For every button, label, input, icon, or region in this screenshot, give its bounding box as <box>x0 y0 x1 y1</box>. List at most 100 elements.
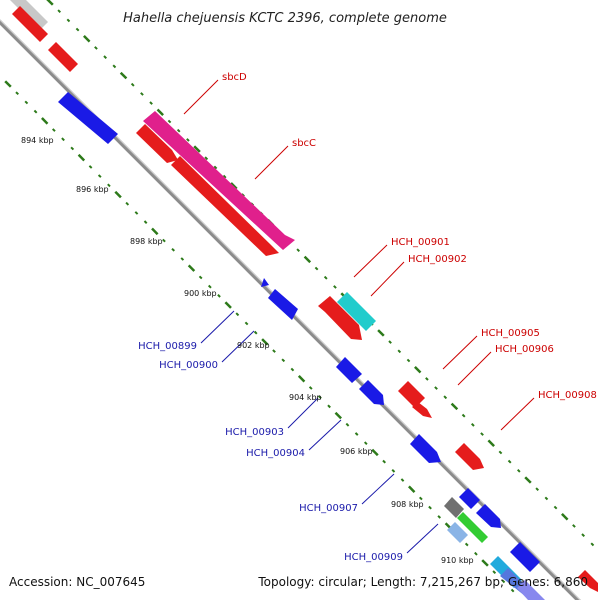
label-HCH_00908[interactable]: HCH_00908 <box>538 390 597 401</box>
tick-dash <box>474 551 478 556</box>
gene-arrow-HCH_00907[interactable] <box>410 434 441 463</box>
tick-dash <box>224 301 232 309</box>
leader-line-HCH_00900 <box>221 330 255 363</box>
gene-arrow-sbcD[interactable] <box>143 111 295 250</box>
tick-dash <box>41 117 49 125</box>
tick-dash <box>443 395 448 400</box>
gene-arrow[interactable] <box>444 497 464 518</box>
tick-dash <box>507 459 512 464</box>
gene-arrow-HCH_00905[interactable] <box>398 381 425 408</box>
gene-block-misc[interactable] <box>444 497 598 600</box>
tick-dash <box>130 82 135 87</box>
map-title: Hahella chejuensis KCTC 2396, complete g… <box>123 11 447 26</box>
gene-arrow-HCH_00908[interactable] <box>455 443 484 470</box>
tick-dash <box>167 119 172 124</box>
label-sbcC[interactable]: sbcC <box>292 138 316 149</box>
tick-dash <box>119 71 128 80</box>
tick-dash <box>230 182 238 190</box>
label-HCH_00907[interactable]: HCH_00907 <box>299 503 358 514</box>
leader-line-HCH_00904 <box>308 419 342 451</box>
tick-dash <box>281 358 286 363</box>
label-HCH_00909[interactable]: HCH_00909 <box>344 552 403 563</box>
leader-line-HCH_00901 <box>353 244 388 278</box>
tick-label: 900 kbp <box>184 289 217 298</box>
label-HCH_00903[interactable]: HCH_00903 <box>225 427 284 438</box>
label-HCH_00904[interactable]: HCH_00904 <box>246 448 305 459</box>
gene-arrow[interactable] <box>517 580 545 600</box>
tick-dash <box>323 275 328 280</box>
tick-dash <box>414 366 422 374</box>
label-HCH_00902[interactable]: HCH_00902 <box>408 254 467 265</box>
tick-dash <box>371 448 379 457</box>
gene-arrow[interactable] <box>578 570 598 592</box>
leader-line-HCH_00902 <box>370 261 405 297</box>
gene-arrow[interactable] <box>447 522 468 543</box>
gene-HCH_00899[interactable] <box>261 278 269 287</box>
gene-arrow-HCH_00904[interactable] <box>359 380 384 405</box>
leader-line-HCH_00903 <box>287 397 319 429</box>
gene-arrow[interactable] <box>48 42 78 72</box>
tick-dash <box>15 91 19 96</box>
gene-HCH_00902[interactable] <box>337 292 376 331</box>
gene-sbcD[interactable] <box>143 111 295 250</box>
tick-dash <box>425 377 429 381</box>
tick-dash <box>408 485 416 493</box>
label-HCH_00905[interactable]: HCH_00905 <box>481 328 540 339</box>
tick-dash <box>198 275 203 280</box>
gene-arrow-HCH_00903[interactable] <box>336 357 362 383</box>
label-sbcD[interactable]: sbcD <box>222 72 247 83</box>
gene-arrow-sbcC-a[interactable] <box>136 124 178 163</box>
tick-dash <box>516 468 521 473</box>
tick-dash <box>97 174 102 178</box>
gene-arrow-sbcC-b[interactable] <box>171 156 279 256</box>
tick-dash <box>510 588 515 593</box>
tick-dash <box>354 432 359 436</box>
gene-arrow[interactable] <box>12 6 48 42</box>
gene-HCH_00901[interactable] <box>318 296 362 340</box>
tick-dash <box>140 92 144 96</box>
gene-HCH_00904[interactable] <box>359 380 384 405</box>
gene-arrow-HCH_00899[interactable] <box>261 278 269 287</box>
tick-dash <box>561 513 569 521</box>
gene-arrow[interactable] <box>58 92 118 144</box>
gene-HCH_00905[interactable] <box>398 381 425 408</box>
tick-dash <box>112 64 117 69</box>
tick-dash <box>498 450 503 455</box>
gene-arrow-HCH_00909-b[interactable] <box>476 504 501 528</box>
gene-arrow-HCH_00906[interactable] <box>412 402 432 418</box>
gene-arrow[interactable] <box>457 512 488 543</box>
gene-sbcC[interactable] <box>136 124 279 256</box>
tick-dash <box>176 128 181 133</box>
tick-dash <box>434 386 438 390</box>
gene-HCH_00906[interactable] <box>412 402 432 418</box>
label-HCH_00899[interactable]: HCH_00899 <box>138 341 197 352</box>
tick-dash <box>107 183 111 188</box>
tick-label: 902 kbp <box>237 341 270 350</box>
tick-dash <box>244 321 249 326</box>
gene-HCH_00903[interactable] <box>336 357 362 383</box>
label-HCH_00901[interactable]: HCH_00901 <box>391 237 450 248</box>
tick-dash <box>363 441 368 446</box>
tick-labels: 894 kbp 896 kbp 898 kbp 900 kbp 902 kbp … <box>21 136 474 565</box>
gene-arrow-HCH_00909-a[interactable] <box>459 488 480 509</box>
tick-dash <box>524 476 532 484</box>
label-HCH_00906[interactable]: HCH_00906 <box>495 344 554 355</box>
gene-block-unlabeled[interactable] <box>6 0 118 144</box>
gene-arrow[interactable] <box>510 542 540 572</box>
tick-dash <box>428 505 432 510</box>
tick-dash <box>33 109 38 114</box>
tick-dash <box>480 432 484 436</box>
gene-HCH_00907[interactable] <box>410 434 441 463</box>
gene-HCH_00900[interactable] <box>268 289 298 320</box>
tick-dash <box>207 284 212 289</box>
label-HCH_00900[interactable]: HCH_00900 <box>159 360 218 371</box>
outer-tick-track <box>46 0 595 547</box>
forward-labels: sbcD sbcC HCH_00901 HCH_00902 HCH_00905 … <box>183 72 597 431</box>
gene-arrow-HCH_00902[interactable] <box>337 292 376 331</box>
gene-HCH_00909[interactable] <box>459 488 501 528</box>
gene-arrow-HCH_00901[interactable] <box>318 296 362 340</box>
tick-dash <box>303 255 312 264</box>
tick-dash <box>114 190 122 199</box>
gene-arrow-HCH_00900[interactable] <box>268 289 298 320</box>
gene-HCH_00908[interactable] <box>455 443 484 470</box>
